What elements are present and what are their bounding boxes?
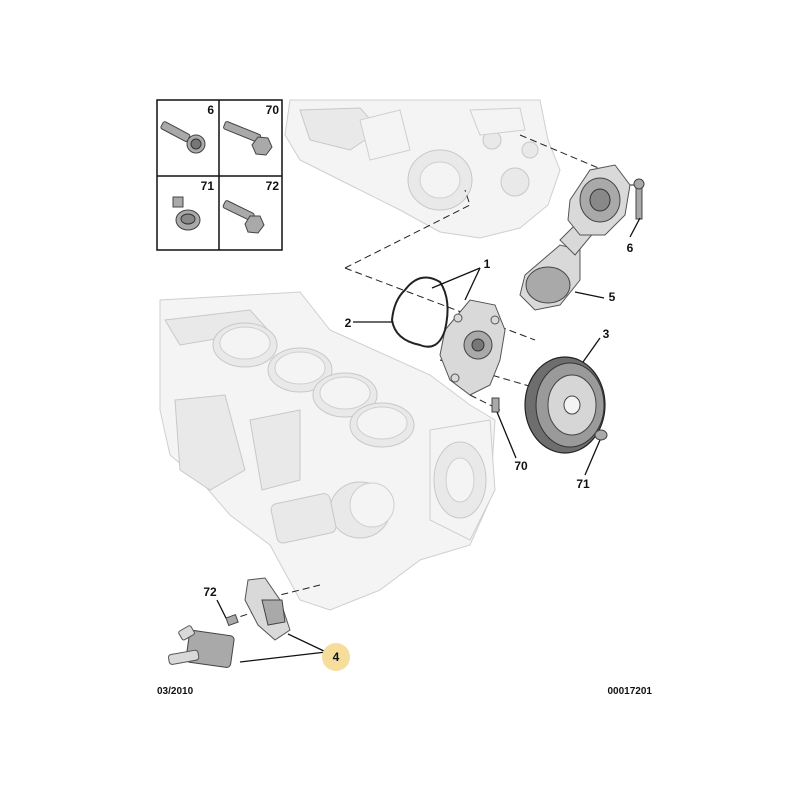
short-bolt-icon: [222, 200, 265, 234]
hex-bolt-icon: [223, 121, 273, 156]
legend-cell-70: 70: [223, 103, 280, 156]
bolt-72: [225, 613, 239, 627]
flange-bolt-icon: [160, 121, 206, 154]
callout-70: 70: [514, 459, 528, 473]
footer-reference: 00017201: [608, 686, 653, 697]
footer-date: 03/2010: [157, 686, 194, 697]
legend-ref-72: 72: [266, 179, 280, 193]
callout-6: 6: [627, 241, 634, 255]
callout-72: 72: [203, 585, 217, 599]
callout-4-highlight: [322, 643, 350, 671]
legend-cell-71: 71: [172, 179, 215, 231]
callout-1: 1: [484, 257, 491, 271]
callout-labels: 1 2 3 4 5 6 70 71 72: [203, 241, 633, 664]
accessory-drive: [567, 164, 631, 236]
fastener-legend: 6 70 71 72: [156, 99, 283, 251]
callout-2: 2: [345, 316, 352, 330]
washer-bolt-icon: [172, 196, 201, 231]
pump-gasket: [390, 276, 449, 348]
callout-4: 4: [333, 650, 340, 664]
leader-lines: [216, 217, 641, 663]
legend-ref-70: 70: [266, 103, 280, 117]
legend-cell-6: 6: [160, 103, 214, 154]
upper-engine-block: [284, 99, 561, 239]
bolt-70: [491, 397, 500, 413]
callout-71: 71: [576, 477, 590, 491]
pump-pulley: [524, 356, 606, 454]
legend-ref-6: 6: [207, 103, 214, 117]
water-pump: [439, 299, 506, 396]
legend-ref-71: 71: [201, 179, 215, 193]
bolt-6: [633, 178, 645, 220]
cylinder-bores: [212, 322, 415, 448]
bolt-71: [594, 429, 608, 441]
callout-5: 5: [609, 290, 616, 304]
callout-3: 3: [603, 327, 610, 341]
sensor-unit: [167, 625, 235, 668]
sensor-bracket: [244, 577, 291, 641]
legend-cell-72: 72: [222, 179, 280, 234]
oil-filter-housing: [270, 481, 395, 544]
lower-engine-block: [159, 291, 496, 611]
